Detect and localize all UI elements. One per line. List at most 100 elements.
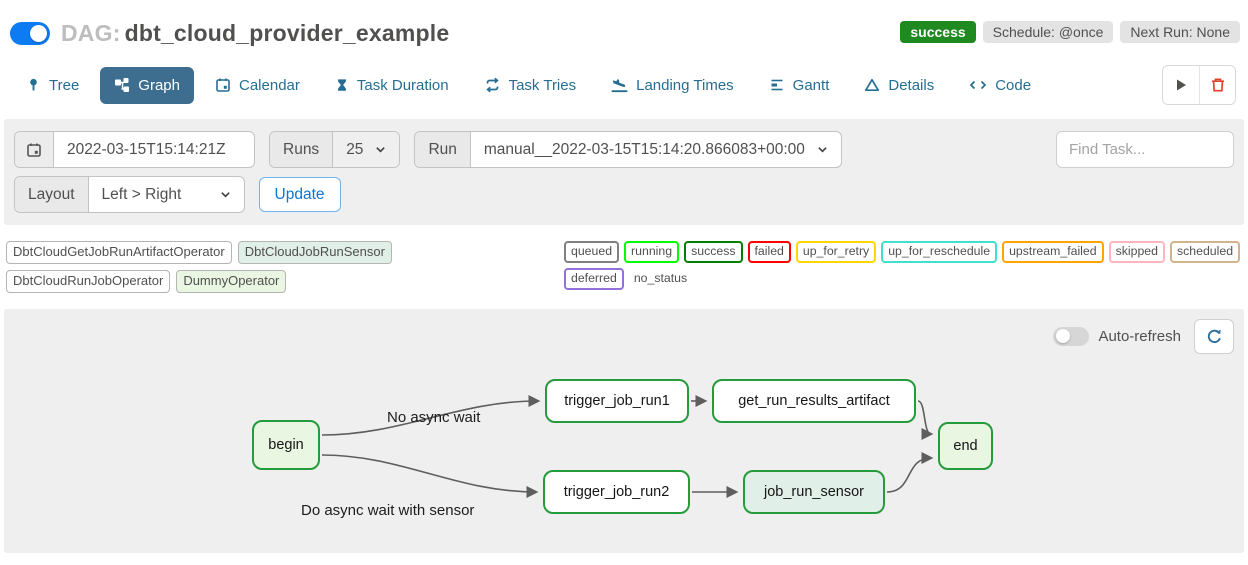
task-node-job_run_sensor[interactable]: job_run_sensor	[743, 469, 885, 514]
task-node-begin[interactable]: begin	[252, 419, 320, 470]
tab-label: Task Tries	[508, 76, 577, 94]
dag-action-buttons	[1162, 65, 1236, 105]
auto-refresh-label: Auto-refresh	[1098, 327, 1181, 345]
legend-operator-DummyOperator: DummyOperator	[176, 269, 287, 293]
tree-icon	[26, 77, 41, 93]
tab-label: Task Duration	[356, 76, 449, 94]
code-icon	[969, 77, 987, 93]
find-task-input[interactable]	[1056, 131, 1234, 168]
trash-icon	[1210, 77, 1226, 93]
refresh-icon	[1206, 328, 1223, 345]
legend-status-up_for_retry[interactable]: up_for_retry	[795, 241, 877, 263]
tab-code[interactable]: Code	[955, 67, 1045, 104]
legend-status-up_for_reschedule[interactable]: up_for_reschedule	[881, 241, 998, 263]
tab-task-tries[interactable]: Task Tries	[470, 67, 591, 104]
toggle-knob	[1056, 329, 1071, 344]
dag-edges	[321, 394, 934, 498]
dag-name: dbt_cloud_provider_example	[124, 20, 450, 46]
filter-panel: 2022-03-15T15:14:21Z Runs 25 Run manual_…	[4, 119, 1244, 225]
legend-status-failed[interactable]: failed	[747, 241, 791, 263]
dag-header: DAG:dbt_cloud_provider_example success S…	[0, 0, 1248, 47]
layout-group: Layout Left > Right	[14, 176, 245, 213]
execution-date-input[interactable]: 2022-03-15T15:14:21Z	[67, 140, 226, 158]
tab-graph[interactable]: Graph	[100, 66, 194, 104]
legend-status-upstream_failed[interactable]: upstream_failed	[1002, 241, 1104, 263]
execution-date-group: 2022-03-15T15:14:21Z	[14, 131, 255, 168]
tab-label: Gantt	[792, 76, 830, 94]
auto-refresh-toggle[interactable]	[1053, 326, 1090, 346]
tab-tree[interactable]: Tree	[12, 67, 93, 104]
legend-operator-DbtCloudJobRunSensor: DbtCloudJobRunSensor	[237, 241, 392, 264]
header-badges: success Schedule: @once Next Run: None	[900, 21, 1240, 43]
update-button[interactable]: Update	[258, 177, 341, 212]
tab-label: Calendar	[239, 76, 300, 94]
run-group: Run manual__2022-03-15T15:14:20.866083+0…	[414, 131, 842, 168]
legend-status-queued[interactable]: queued	[564, 241, 620, 263]
chevron-down-icon	[220, 189, 231, 200]
schedule-badge: Schedule: @once	[982, 21, 1114, 43]
status-badge: success	[900, 21, 976, 43]
run-label: Run	[415, 132, 471, 167]
runs-group: Runs 25	[269, 131, 401, 168]
tab-label: Tree	[49, 76, 80, 94]
calendar-icon	[215, 77, 231, 93]
gantt-icon	[769, 77, 785, 93]
edge-label: No async wait	[387, 408, 481, 426]
tab-landing-times[interactable]: Landing Times	[597, 67, 748, 104]
details-icon	[864, 77, 880, 93]
legend-operator-DbtCloudRunJobOperator: DbtCloudRunJobOperator	[6, 269, 171, 293]
legend-status-scheduled[interactable]: scheduled	[1169, 241, 1241, 263]
layout-label: Layout	[15, 177, 89, 212]
edge-label: Do async wait with sensor	[301, 501, 475, 519]
run-select[interactable]: manual__2022-03-15T15:14:20.866083+00:00	[471, 132, 841, 167]
repeat-icon	[484, 77, 501, 93]
edge-get_run_results_artifact-to-end	[917, 399, 934, 440]
graph-icon	[114, 77, 130, 93]
layout-select[interactable]: Left > Right	[89, 177, 244, 212]
dag-pause-toggle[interactable]	[10, 22, 50, 45]
dag-label: DAG:	[61, 20, 121, 46]
filter-row-1: 2022-03-15T15:14:21Z Runs 25 Run manual_…	[14, 131, 1234, 168]
tab-label: Graph	[138, 76, 180, 94]
tab-task-duration[interactable]: Task Duration	[321, 67, 463, 104]
legend-status-running[interactable]: running	[624, 241, 680, 263]
date-picker-button[interactable]	[15, 132, 54, 167]
filter-row-2: Layout Left > Right Update	[14, 176, 1234, 213]
task-node-end[interactable]: end	[938, 421, 993, 470]
runs-label: Runs	[270, 132, 334, 167]
runs-value: 25	[346, 140, 364, 158]
legend-status-success[interactable]: success	[684, 241, 743, 263]
chevron-down-icon	[375, 144, 386, 155]
layout-value: Left > Right	[101, 185, 182, 203]
tab-calendar[interactable]: Calendar	[201, 67, 314, 104]
edge-begin-to-trigger_job_run2	[321, 453, 539, 498]
task-node-trigger_job_run2[interactable]: trigger_job_run2	[543, 469, 690, 514]
refresh-button[interactable]	[1194, 318, 1234, 354]
tab-gantt[interactable]: Gantt	[755, 67, 844, 104]
tab-label: Landing Times	[636, 76, 734, 94]
tab-details[interactable]: Details	[850, 67, 948, 104]
legend-status-deferred[interactable]: deferred	[564, 267, 624, 290]
hourglass-icon	[335, 77, 349, 93]
tab-label: Code	[995, 76, 1032, 94]
delete-dag-button[interactable]	[1199, 66, 1235, 104]
calendar-icon	[26, 142, 42, 158]
task-node-trigger_job_run1[interactable]: trigger_job_run1	[545, 378, 689, 423]
runs-select[interactable]: 25	[333, 132, 400, 167]
view-tabs: Tree Graph Calendar Task Duration Task Tries…	[12, 65, 1236, 105]
chevron-down-icon	[817, 144, 828, 155]
tabs-container: Tree Graph Calendar Task Duration Task Tries…	[12, 66, 1045, 104]
trigger-dag-button[interactable]	[1163, 66, 1199, 104]
legend-status-no_status: no_status	[633, 270, 688, 285]
legend-operator-DbtCloudGetJobRunArtifactOperator: DbtCloudGetJobRunArtifactOperator	[6, 241, 232, 264]
toggle-knob	[30, 25, 47, 42]
edge-job_run_sensor-to-end	[886, 451, 934, 493]
task-node-get_run_results_artifact[interactable]: get_run_results_artifact	[712, 378, 916, 423]
run-value: manual__2022-03-15T15:14:20.866083+00:00	[483, 140, 805, 158]
landing-icon	[611, 77, 628, 93]
legend-status-skipped[interactable]: skipped	[1108, 241, 1165, 263]
auto-refresh-controls: Auto-refresh	[1053, 318, 1234, 354]
